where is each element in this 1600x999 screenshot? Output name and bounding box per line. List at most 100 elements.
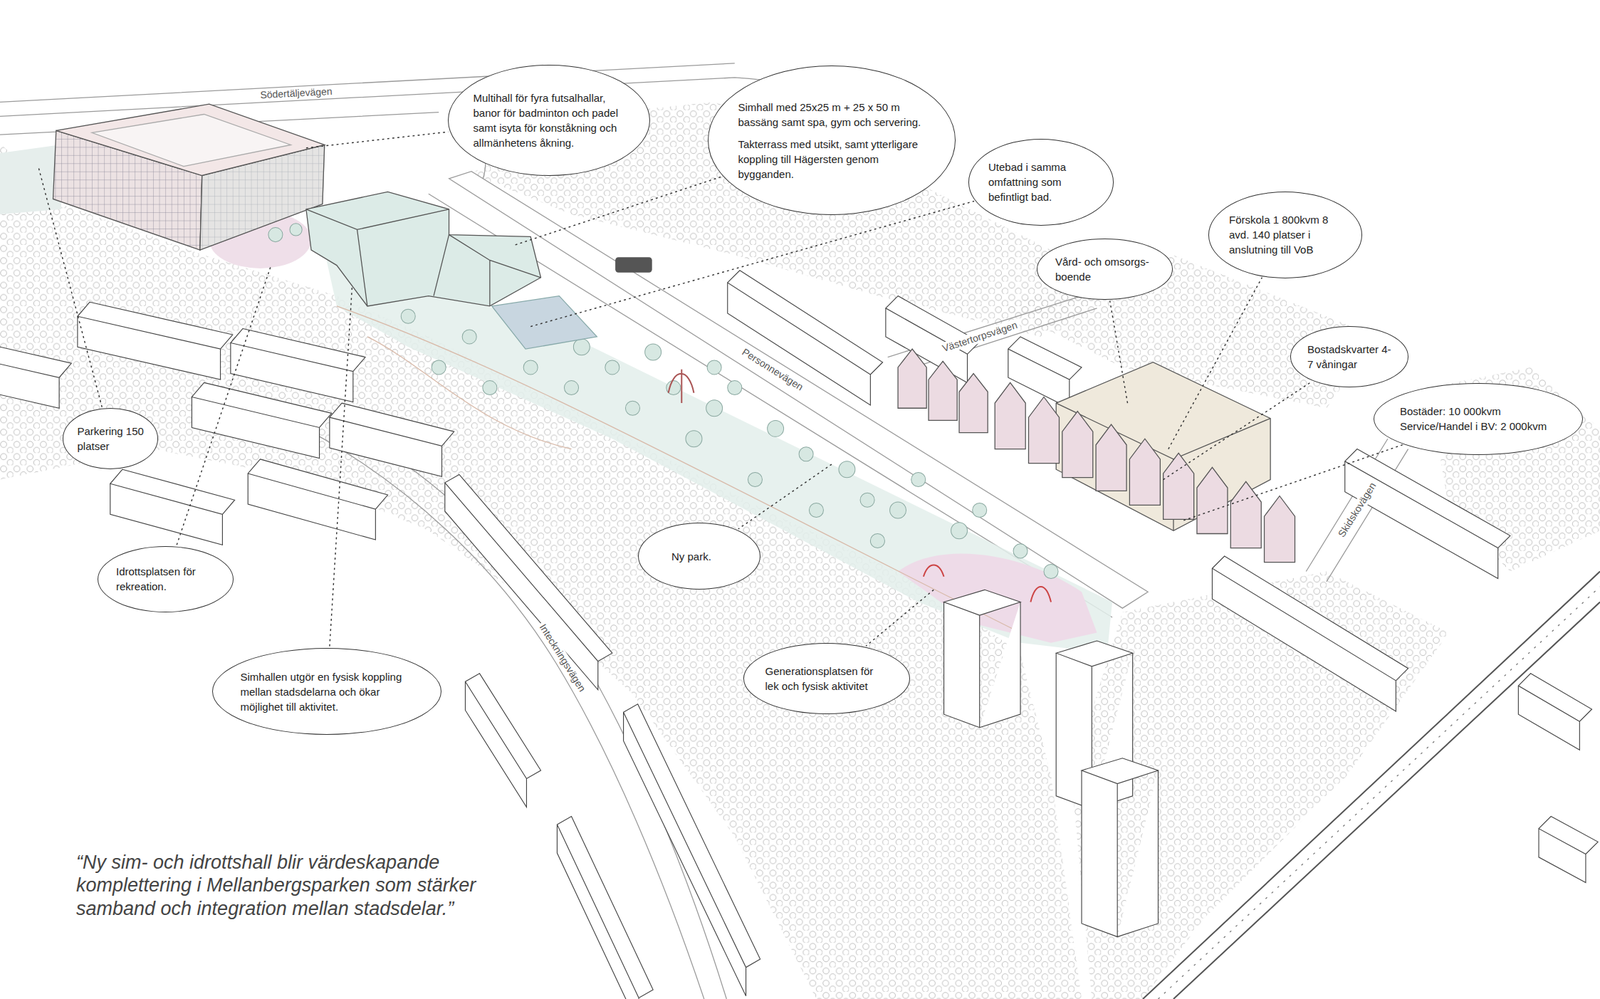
- callout-text: Utebad i samma omfattning som befintligt…: [988, 159, 1096, 205]
- park-part-part: [563, 380, 579, 396]
- buildings-part: [727, 270, 883, 406]
- callout-ellipse: Generationsplatsen för lek och fysisk ak…: [743, 642, 911, 715]
- park-part-part: [523, 360, 538, 375]
- housing-block-part-part: [1062, 411, 1094, 478]
- park-part-part: [645, 343, 662, 361]
- callout-text: Multihall för fyra futsalhallar, banor f…: [473, 90, 627, 151]
- callout-line: Bostadskvarter 4-7 våningar: [1307, 341, 1393, 372]
- park-part-part: [685, 430, 703, 448]
- callout-line: Generationsplatsen för lek och fysisk ak…: [765, 663, 891, 694]
- buildings-part: [0, 346, 72, 409]
- leader-lines-part: [1110, 301, 1128, 404]
- housing-block-part-part: [959, 373, 988, 433]
- park-part-part: [972, 503, 987, 518]
- buildings-part: [110, 469, 235, 545]
- sports-hall-part: [91, 114, 291, 167]
- park-part-part: [1043, 564, 1059, 579]
- leader-lines-part: [329, 287, 353, 647]
- housing-block-part-part: [994, 382, 1026, 449]
- housing-block-part: [897, 348, 1295, 563]
- housing-block-part-part: [1028, 396, 1060, 463]
- callout-line: Förskola 1 800kvm 8 avd. 140 platser i a…: [1229, 212, 1343, 258]
- leader-lines-part: [515, 176, 723, 245]
- swimming-hall-part: [306, 209, 542, 307]
- callout-line: Multihall för fyra futsalhallar, banor f…: [473, 90, 627, 151]
- park-part-part: [747, 472, 762, 488]
- park-part-part: [706, 400, 723, 417]
- callout-line: Bostäder: 10 000kvm Service/Handel i BV:…: [1399, 403, 1558, 434]
- street-name: Södertäljevägen: [257, 85, 335, 102]
- buildings-part: [329, 403, 455, 477]
- callout-text: Bostäder: 10 000kvm Service/Handel i BV:…: [1399, 403, 1558, 434]
- callout-ellipse: Simhallen utgör en fysisk koppling mella…: [212, 647, 442, 735]
- callout-ellipse: Förskola 1 800kvm 8 avd. 140 platser i a…: [1208, 191, 1363, 278]
- quote-caption: “Ny sim- och idrottshall blir värdeskapa…: [76, 850, 540, 920]
- park-part-part: [727, 380, 742, 396]
- callout-line: Idrottsplatsen för rekreation.: [116, 563, 216, 594]
- park-part-part: [573, 338, 590, 356]
- callout-text: Parkering 150 platser: [77, 423, 146, 454]
- leader-lines-part: [1168, 277, 1263, 450]
- buildings-part: [445, 474, 613, 690]
- callout-line: Simhallen utgör en fysisk koppling mella…: [240, 669, 416, 715]
- buildings-part: [623, 704, 761, 997]
- buildings-part: [556, 816, 653, 999]
- park-part: [0, 144, 62, 214]
- buildings-part: [944, 589, 1021, 728]
- callout-text: Förskola 1 800kvm 8 avd. 140 platser i a…: [1229, 212, 1343, 258]
- leader-lines: [38, 131, 1403, 647]
- sports-hall-part: [56, 103, 325, 176]
- buildings-part: [464, 673, 541, 808]
- housing-block-part-part: [1230, 481, 1262, 548]
- callout-line: Takterrass med utsikt, samt ytterligare …: [738, 136, 928, 182]
- callout-line: Parkering 150 platser: [77, 423, 146, 454]
- swimming-hall-part: [492, 296, 598, 350]
- park-part-part: [431, 360, 446, 375]
- buildings-part: [1211, 556, 1408, 712]
- housing-block-part-part: [1129, 438, 1160, 505]
- park-part-part: [808, 503, 824, 518]
- callout-text: Simhall med 25x25 m + 25 x 50 m bassäng …: [738, 99, 928, 182]
- leader-lines-part: [1163, 381, 1313, 480]
- roads: [0, 63, 1600, 999]
- park-part: [615, 257, 653, 273]
- callout-text: Vård- och omsorgs- boende: [1055, 254, 1155, 285]
- callout-ellipse: Idrottsplatsen för rekreation.: [97, 546, 234, 613]
- callout-ellipse: Utebad i samma omfattning som befintligt…: [968, 138, 1114, 226]
- leader-lines-part: [176, 267, 271, 545]
- callout-line: Simhall med 25x25 m + 25 x 50 m bassäng …: [738, 99, 928, 130]
- buildings-part: [191, 382, 332, 458]
- callout-ellipse: Ny park.: [638, 522, 761, 590]
- park-part-part: [870, 534, 885, 549]
- park-part-part: [605, 360, 620, 375]
- leader-lines-part: [38, 168, 102, 407]
- leader-lines-part: [738, 464, 832, 530]
- leader-lines-part: [530, 200, 975, 327]
- park-part-part: [268, 227, 283, 243]
- swimming-hall-part: [306, 191, 542, 307]
- housing-block-part-part: [1196, 467, 1228, 534]
- park-part-part: [767, 420, 784, 437]
- callout-text: Bostadskvarter 4-7 våningar: [1307, 341, 1393, 372]
- buildings-part: [1345, 449, 1511, 579]
- callout-ellipse: Vård- och omsorgs- boende: [1036, 238, 1173, 300]
- park-part-part: [838, 461, 856, 478]
- roads-part: [1142, 571, 1600, 999]
- housing-block-part-part: [928, 361, 958, 421]
- park-part-part: [482, 380, 498, 396]
- street-name: Västertorpsvägen: [938, 318, 1021, 356]
- housing-block-part-part: [1095, 424, 1127, 491]
- callout-line: Utebad i samma omfattning som befintligt…: [988, 159, 1096, 205]
- callout-text: Ny park.: [671, 548, 729, 564]
- housing-block-part-part: [897, 348, 927, 409]
- park-part-part: [400, 309, 416, 324]
- callout-text: Simhallen utgör en fysisk koppling mella…: [240, 669, 416, 715]
- park-part-part: [462, 329, 477, 344]
- housing-block-part-part: [1264, 495, 1296, 562]
- park-part-part: [798, 447, 814, 462]
- callout-ellipse: Simhall med 25x25 m + 25 x 50 m bassäng …: [707, 65, 955, 216]
- park-part-part: [625, 400, 640, 416]
- park-part: [668, 369, 695, 404]
- buildings-part: [1538, 816, 1598, 883]
